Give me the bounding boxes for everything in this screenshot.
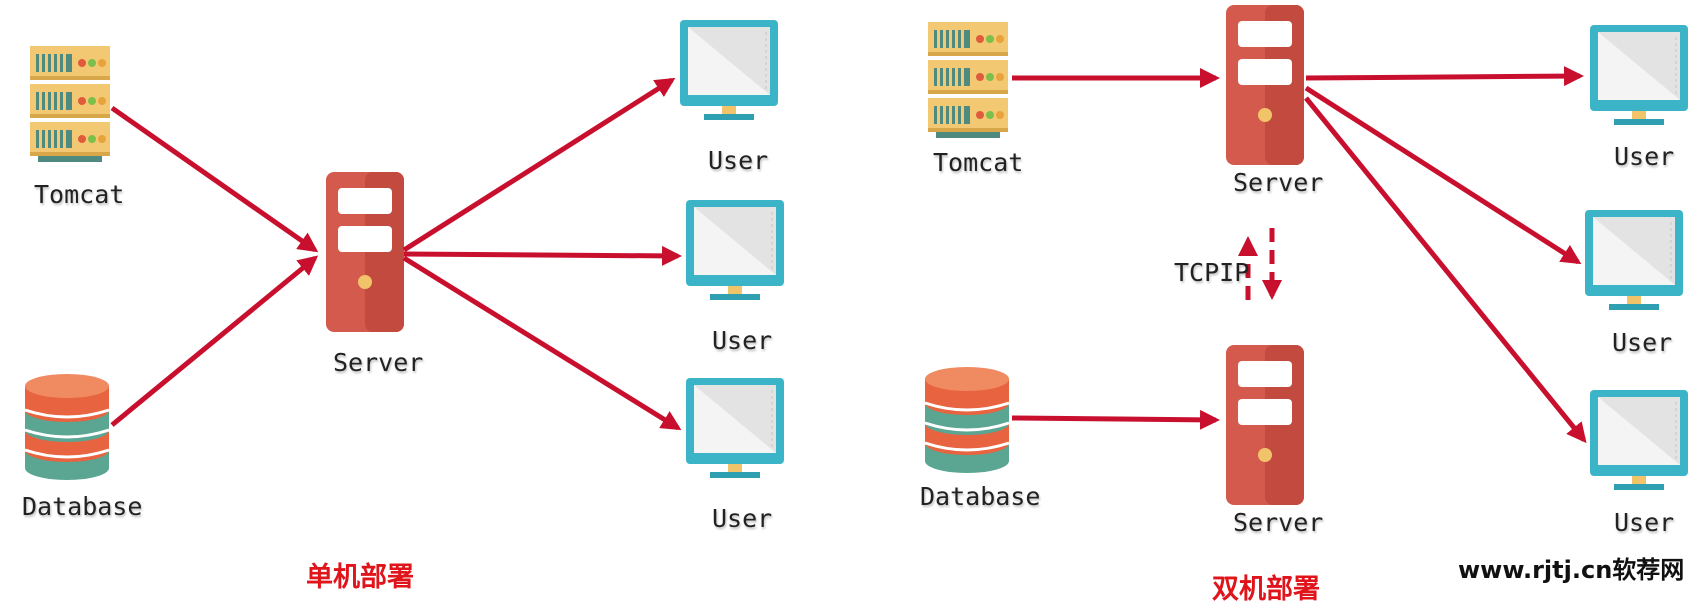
tomcat-label: Tomcat (933, 148, 1024, 177)
server-label: Server (1233, 168, 1324, 197)
user-label: User (1614, 142, 1675, 171)
arrow-server-to-user-1 (402, 77, 676, 253)
monitor-icon (685, 199, 785, 301)
monitor-icon (679, 19, 779, 121)
tomcat-server-rack-icon (30, 46, 110, 162)
database-label: Database (22, 492, 143, 521)
single-deployment-caption: 单机部署 (306, 562, 414, 593)
server-tower-icon (326, 172, 404, 332)
database-icon (23, 372, 111, 482)
arrow-server-to-user-3 (402, 255, 682, 431)
tomcat-server-rack-icon (928, 22, 1008, 138)
monitor-icon (1589, 389, 1689, 491)
monitor-icon (1589, 24, 1689, 126)
monitor-icon (685, 377, 785, 479)
arrow-server-to-user-3 (1304, 96, 1587, 444)
user-label: User (1614, 508, 1675, 537)
database-label: Database (920, 482, 1041, 511)
database-icon (923, 365, 1011, 475)
monitor-icon (1584, 209, 1684, 311)
watermark-text: www.rjtj.cn软荐网 (1458, 556, 1685, 584)
user-label: User (1612, 328, 1673, 357)
arrow-server-to-user-1 (1305, 66, 1584, 87)
user-label: User (712, 504, 773, 533)
arrow-server-to-user-2 (1304, 85, 1582, 265)
arrow-database-to-server (110, 255, 319, 427)
tcpip-label: TCPIP (1174, 258, 1250, 287)
dual-deployment-caption: 双机部署 (1212, 574, 1320, 605)
arrow-database-to-server-bottom (1011, 409, 1220, 430)
arrow-tomcat-to-server (110, 105, 319, 253)
server-label: Server (333, 348, 424, 377)
server-label: Server (1233, 508, 1324, 537)
tomcat-label: Tomcat (34, 180, 125, 209)
user-label: User (712, 326, 773, 355)
user-label: User (708, 146, 769, 175)
server-tower-icon (1226, 5, 1304, 165)
arrow-server-to-user-2 (403, 245, 682, 266)
server-tower-icon (1226, 345, 1304, 505)
